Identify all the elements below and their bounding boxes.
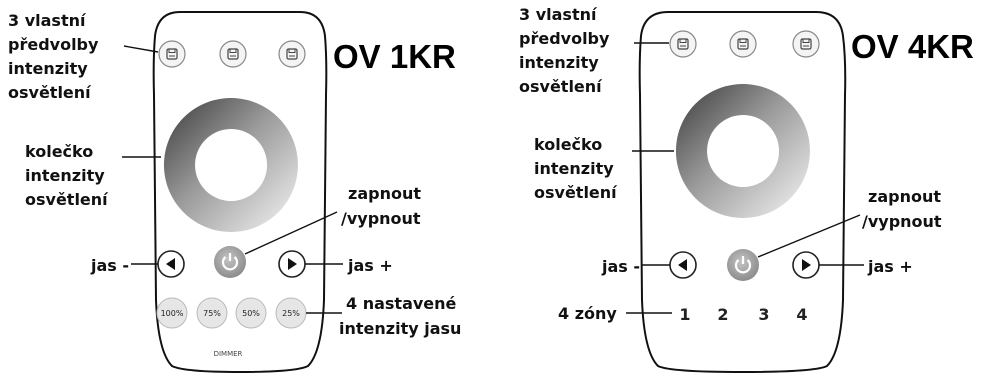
preset-100-button[interactable]: 100% bbox=[156, 297, 188, 329]
dim-minus-button[interactable] bbox=[669, 251, 697, 279]
dim-minus-label: jas - bbox=[601, 257, 640, 276]
save-preset-button-3[interactable] bbox=[792, 30, 820, 58]
dim-plus-button[interactable] bbox=[278, 250, 306, 278]
power-callout-label: zapnout /vypnout bbox=[862, 187, 947, 231]
save-preset-button-3[interactable] bbox=[278, 40, 306, 68]
presets-callout-label: 4 nastavené intenzity jasu bbox=[339, 294, 462, 338]
power-button[interactable] bbox=[727, 249, 759, 281]
preset-100-label: 100% bbox=[161, 309, 184, 318]
zones-callout-label: 4 zóny bbox=[558, 304, 617, 323]
preset-25-label: 25% bbox=[282, 309, 300, 318]
wheel-callout-label: kolečko intenzity osvětlení bbox=[25, 142, 110, 209]
model-title-left: OV 1KR bbox=[333, 38, 456, 75]
wheel-callout-label: kolečko intenzity osvětlení bbox=[534, 135, 619, 202]
zone-4-button[interactable]: 4 bbox=[796, 305, 807, 324]
dim-minus-label: jas - bbox=[90, 256, 129, 275]
save-preset-button-1[interactable] bbox=[669, 30, 697, 58]
preset-75-button[interactable]: 75% bbox=[196, 297, 228, 329]
zone-1-button[interactable]: 1 bbox=[679, 305, 690, 324]
model-title-right: OV 4KR bbox=[851, 28, 974, 65]
dim-plus-label: jas + bbox=[347, 256, 393, 275]
save-preset-button-2[interactable] bbox=[219, 40, 247, 68]
brightness-wheel[interactable] bbox=[675, 84, 810, 218]
brightness-wheel[interactable] bbox=[163, 98, 298, 232]
save-preset-button-1[interactable] bbox=[158, 40, 186, 68]
triangle-right-icon bbox=[802, 259, 811, 271]
preset-callout-label: 3 vlastní předvolby intenzity osvětlení bbox=[519, 5, 615, 96]
preset-75-label: 75% bbox=[203, 309, 221, 318]
save-preset-button-2[interactable] bbox=[729, 30, 757, 58]
power-button[interactable] bbox=[214, 246, 246, 278]
preset-callout-label: 3 vlastní předvolby intenzity osvětlení bbox=[8, 11, 104, 102]
triangle-right-icon bbox=[288, 258, 297, 270]
power-callout-label: zapnout /vypnout bbox=[341, 184, 427, 228]
zone-2-button[interactable]: 2 bbox=[717, 305, 728, 324]
remote-ov4kr: 1 2 3 4 OV 4KR 3 vlastní předvolby inten… bbox=[519, 5, 974, 374]
remote-body-left bbox=[152, 11, 328, 374]
dimmer-footer-label: DIMMER bbox=[214, 350, 243, 358]
dim-plus-button[interactable] bbox=[792, 251, 820, 279]
preset-50-button[interactable]: 50% bbox=[235, 297, 267, 329]
triangle-left-icon bbox=[166, 258, 175, 270]
remote-ov1kr: 100% 75% 50% 25% DIMMER OV 1KR 3 vlastní… bbox=[8, 11, 462, 374]
zone-3-button[interactable]: 3 bbox=[758, 305, 769, 324]
preset-25-button[interactable]: 25% bbox=[275, 297, 307, 329]
power-icon bbox=[221, 256, 239, 271]
dim-plus-label: jas + bbox=[867, 257, 913, 276]
power-callout-line bbox=[244, 211, 338, 255]
dim-minus-button[interactable] bbox=[157, 250, 185, 278]
power-callout-line bbox=[757, 214, 861, 258]
triangle-left-icon bbox=[678, 259, 687, 271]
power-icon bbox=[734, 259, 752, 274]
preset-callout-line bbox=[123, 45, 159, 53]
preset-50-label: 50% bbox=[242, 309, 260, 318]
